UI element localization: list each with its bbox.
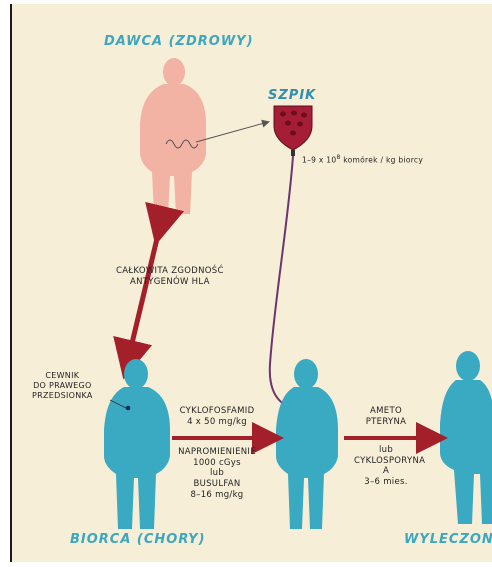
conditioning-drug1: CYKLOFOSFAMID: [174, 406, 260, 417]
post-line-2: PTERYNA: [364, 417, 408, 428]
recipient-title: BIORCA (CHORY): [70, 532, 206, 547]
cell-dose-label: 1–9 x 108 komórek / kg biorcy: [302, 154, 423, 165]
conditioning-top-label: CYKLOFOSFAMID 4 x 50 mg/kg: [174, 406, 260, 427]
cured-patient-figure: [440, 351, 492, 524]
post-line-1: AMETO: [364, 406, 408, 417]
conditioning-dose1: 4 x 50 mg/kg: [174, 417, 260, 428]
harvest-arrow: [196, 122, 268, 142]
transplanted-patient-figure: [276, 359, 338, 529]
diagram-poster: DAWCA (ZDROWY) SZPIK 1–9 x 108 komórek /…: [10, 4, 492, 562]
hla-label: CAŁKOWITA ZGODNOŚĆ ANTYGENÓW HLA: [116, 266, 224, 287]
donor-title: DAWCA (ZDROWY): [104, 34, 254, 49]
conditioning-alt2: BUSULFAN: [170, 479, 264, 490]
cell-dose-suffix: komórek / kg biorcy: [341, 156, 424, 165]
post-line-3: CYKLOSPORYNA: [354, 456, 418, 467]
cured-title: WYLECZONY: [404, 532, 492, 547]
catheter-label: CEWNIK DO PRAWEGO PRZEDSIONKA: [32, 371, 93, 401]
post-or: lub: [354, 445, 418, 456]
post-line-4: A: [354, 466, 418, 477]
donor-figure: [140, 58, 206, 214]
hla-arrow: [128, 226, 160, 360]
post-line-5: 3–6 mies.: [354, 477, 418, 488]
conditioning-bottom-label: NAPROMIENIENIE 1000 cGys lub BUSULFAN 8–…: [170, 447, 264, 500]
marrow-title: SZPIK: [268, 88, 316, 103]
recipient-figure: [104, 359, 170, 529]
hla-line-1: CAŁKOWITA ZGODNOŚĆ: [116, 266, 224, 277]
marrow-bag: [274, 106, 312, 156]
conditioning-alt1: NAPROMIENIENIE: [170, 447, 264, 458]
post-transplant-bottom-label: lub CYKLOSPORYNA A 3–6 mies.: [354, 445, 418, 488]
post-transplant-top-label: AMETO PTERYNA: [364, 406, 408, 427]
catheter-point: [126, 406, 131, 411]
catheter-line-3: PRZEDSIONKA: [32, 391, 93, 401]
hla-line-2: ANTYGENÓW HLA: [116, 277, 224, 288]
conditioning-alt2-dose: 8–16 mg/kg: [170, 490, 264, 501]
iv-tube: [270, 156, 294, 410]
catheter-line-2: DO PRAWEGO: [32, 381, 93, 391]
conditioning-or: lub: [170, 468, 264, 479]
catheter-line-1: CEWNIK: [32, 371, 93, 381]
cell-dose-prefix: 1–9 x 10: [302, 156, 336, 165]
conditioning-alt1-dose: 1000 cGys: [170, 458, 264, 469]
